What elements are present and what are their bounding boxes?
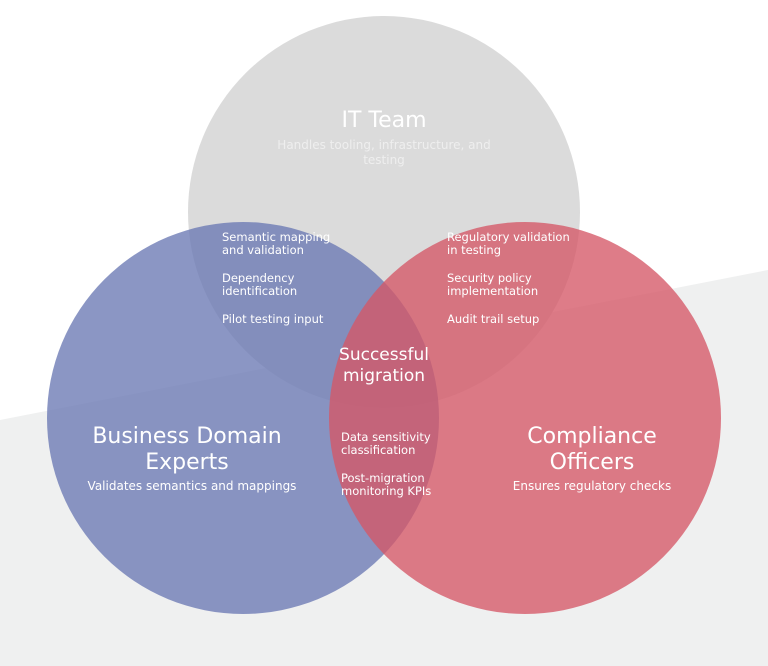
overlap-it-compliance-item: Regulatory validation in testing xyxy=(447,230,570,257)
it-team-title: IT Team xyxy=(341,108,427,133)
overlap-it-business-item: Dependency identification xyxy=(222,271,298,298)
overlap-business-compliance-item: Post-migration monitoring KPIs xyxy=(341,471,432,498)
center-label: Successful migration xyxy=(339,345,429,386)
it-team-description: Handles tooling, infrastructure, and tes… xyxy=(277,138,491,167)
overlap-it-business-item: Pilot testing input xyxy=(222,312,324,326)
business-description: Validates semantics and mappings xyxy=(87,479,297,493)
overlap-it-compliance-item: Audit trail setup xyxy=(447,312,540,326)
business-circle xyxy=(47,222,439,614)
compliance-description: Ensures regulatory checks xyxy=(512,479,672,493)
compliance-title: Compliance Officers xyxy=(527,424,657,475)
business-title: Business Domain Experts xyxy=(92,424,282,475)
overlap-it-compliance-item: Security policy implementation xyxy=(447,271,539,298)
overlap-business-compliance-item: Data sensitivity classification xyxy=(341,430,431,457)
compliance-circle xyxy=(329,222,721,614)
overlap-it-business-item: Semantic mapping and validation xyxy=(222,230,331,257)
